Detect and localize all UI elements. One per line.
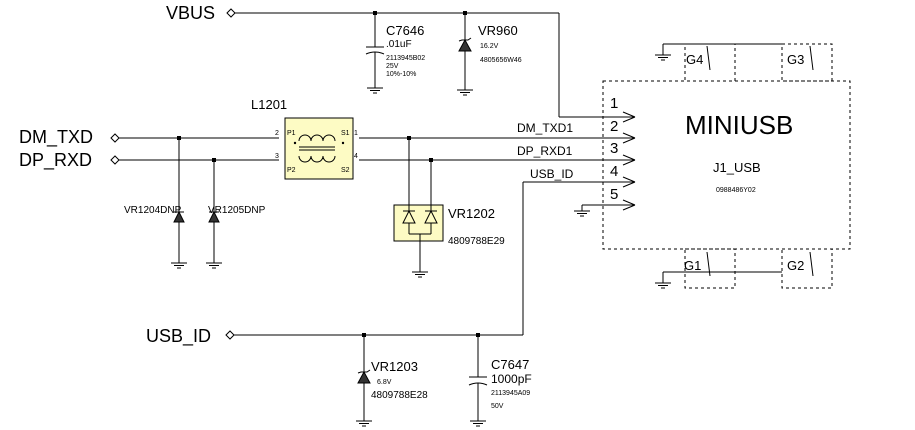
ground-symbol — [654, 48, 672, 61]
dp-rxd1-net: DP_RXD1 — [359, 144, 635, 162]
capacitor-c7646: C7646 .01uF 2113945B02 25V 10%-10% — [365, 13, 425, 94]
svg-text:S2: S2 — [341, 167, 350, 174]
ground-symbol — [573, 204, 591, 217]
coil-winding — [298, 155, 336, 163]
vbus-net: VBUS — [166, 3, 635, 118]
usb-pin5-ground — [573, 204, 635, 217]
connector-outline — [602, 80, 851, 250]
pin-arrow — [622, 132, 636, 144]
vr960-voltage: 16.2V — [480, 43, 499, 50]
dm-txd1-net: DM_TXD1 — [359, 121, 635, 140]
shield-g3-label: G3 — [787, 52, 804, 67]
diode-array-vr1202: VR1202 4809788E29 — [393, 138, 505, 278]
pin-arrow — [622, 176, 636, 188]
zener-vr1203: VR1203 6.8V 4809788E28 — [355, 335, 428, 427]
capacitor-c7647: C7647 1000pF 2113945A09 50V — [468, 335, 532, 427]
ground-symbol — [355, 414, 373, 427]
zener-triangle — [458, 38, 472, 52]
dm-txd-port-label: DM_TXD — [19, 127, 93, 148]
c7647-voltage: 50V — [491, 403, 504, 410]
c7646-part: 2113945B02 — [386, 55, 425, 62]
pin-5-label: 5 — [610, 186, 618, 203]
svg-text:S1: S1 — [341, 130, 350, 137]
pin-arrow — [622, 199, 636, 211]
choke-l1201: L1201 2 3 1 4 P1 P2 S1 S2 — [251, 97, 358, 180]
usb-id-net: USB_ID USB_ID — [146, 167, 635, 347]
coil-winding — [298, 134, 336, 142]
dm-txd-port-connector — [110, 133, 120, 143]
connector-part: 0988486Y02 — [716, 187, 756, 194]
svg-text:3: 3 — [275, 153, 279, 160]
ground-symbol — [366, 81, 384, 94]
c7646-voltage: 25V — [386, 63, 399, 70]
miniusb-connector: MINIUSB J1_USB 0988486Y02 1 2 3 4 5 G4 G… — [602, 43, 851, 289]
svg-text:2: 2 — [275, 130, 279, 137]
svg-text:1: 1 — [354, 130, 358, 137]
svg-text:4: 4 — [354, 153, 358, 160]
svg-text:P1: P1 — [287, 130, 296, 137]
c7647-ref: C7647 — [491, 357, 529, 372]
vr1203-voltage: 6.8V — [377, 379, 392, 386]
shield-g4-label: G4 — [686, 52, 703, 67]
usb-id-port-connector — [225, 330, 235, 340]
zener-vr960: VR960 16.2V 4805656W46 — [456, 13, 522, 96]
vr1203-part: 4809788E28 — [371, 390, 428, 401]
vbus-port-label: VBUS — [166, 3, 215, 23]
ground-symbol — [170, 256, 188, 269]
ground-symbol — [411, 265, 429, 278]
vr1204-ref: VR1204DNP — [124, 205, 182, 216]
dp-rxd-net: DP_RXD — [19, 150, 279, 171]
dp-rxd-port-connector — [110, 155, 120, 165]
l1201-ref: L1201 — [251, 97, 287, 112]
shield-g1-label: G1 — [684, 258, 701, 273]
shield-tab-g3 — [781, 43, 833, 82]
choke-body — [284, 117, 354, 180]
dp-rxd1-label: DP_RXD1 — [517, 144, 573, 158]
pin-2-label: 2 — [610, 118, 618, 135]
shield-tab-g2 — [781, 248, 833, 289]
pin-1-label: 1 — [610, 95, 618, 112]
svg-text:P2: P2 — [287, 167, 296, 174]
ground-symbol — [205, 256, 223, 269]
pin-3-label: 3 — [610, 140, 618, 157]
vr1203-ref: VR1203 — [371, 359, 418, 374]
pin-4-label: 4 — [610, 163, 618, 180]
pin-arrow — [622, 111, 636, 123]
dm-txd1-label: DM_TXD1 — [517, 121, 573, 135]
usb-id-port-label: USB_ID — [146, 326, 211, 347]
shield-g2-label: G2 — [787, 258, 804, 273]
vr960-part: 4805656W46 — [480, 57, 522, 64]
vr960-ref: VR960 — [478, 23, 518, 38]
connector-name: MINIUSB — [685, 110, 793, 140]
pin-arrow — [622, 154, 636, 166]
c7647-part: 2113945A09 — [491, 390, 530, 397]
usb-id-label: USB_ID — [530, 167, 574, 181]
vr1202-part: 4809788E29 — [448, 236, 505, 247]
c7646-value: .01uF — [386, 39, 412, 50]
ground-symbol — [654, 276, 672, 289]
c7646-ref: C7646 — [386, 23, 424, 38]
dm-txd-net: DM_TXD — [19, 127, 279, 148]
vr1205-ref: VR1205DNP — [208, 205, 266, 216]
ground-symbol — [469, 414, 487, 427]
diode-vr1205dnp: VR1205DNP — [205, 160, 266, 269]
diode-vr1204dnp: VR1204DNP — [124, 138, 188, 269]
vr1202-ref: VR1202 — [448, 206, 495, 221]
vbus-port-connector — [226, 8, 236, 18]
ground-symbol — [456, 83, 474, 96]
shield-tab-g1 — [684, 248, 736, 289]
c7646-tolerance: 10%-10% — [386, 71, 416, 78]
c7647-value: 1000pF — [491, 372, 532, 386]
connector-ref: J1_USB — [713, 160, 761, 175]
dp-rxd-port-label: DP_RXD — [19, 150, 92, 171]
